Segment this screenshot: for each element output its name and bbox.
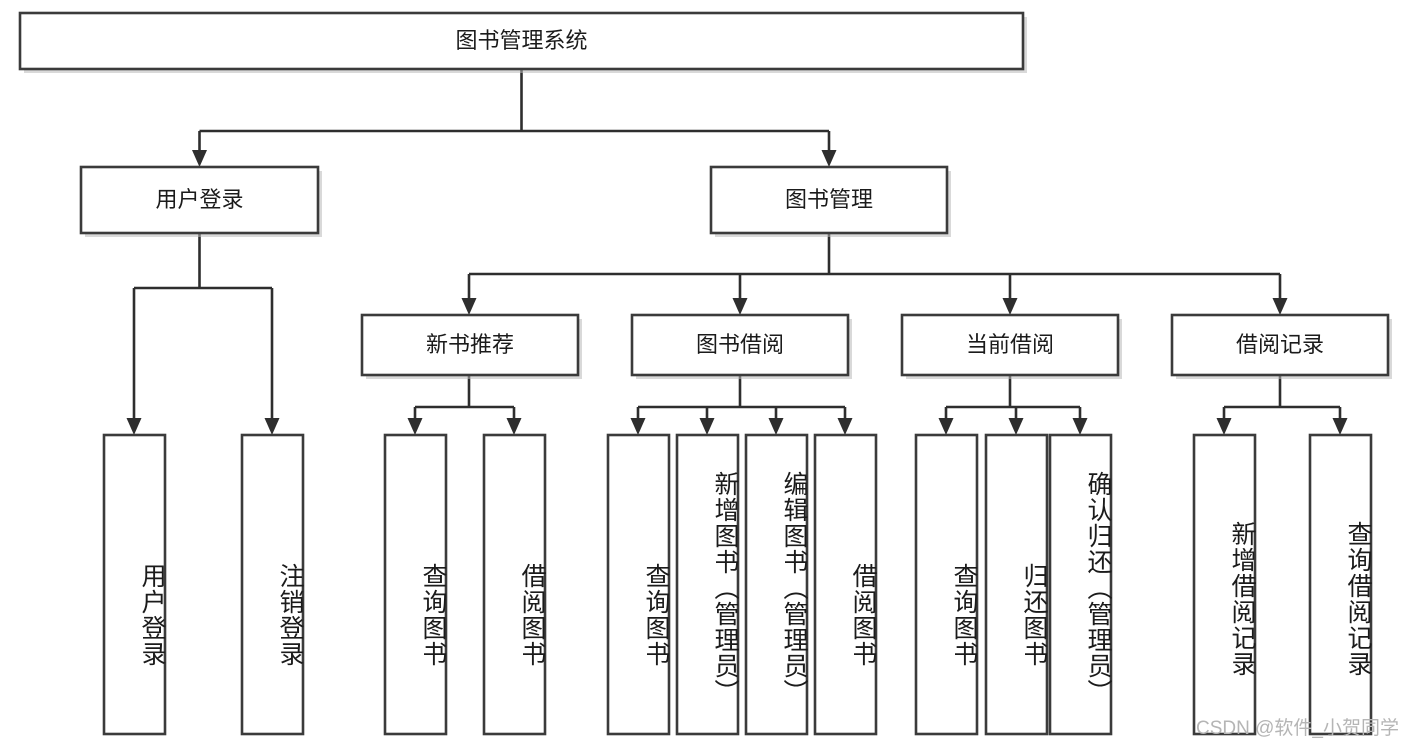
leaf-box-query-record[interactable] [1308,433,1373,736]
node-book-borrow[interactable]: 图书借阅 [630,313,852,379]
arrow-re-leaf2 [1332,418,1348,435]
arrow-bm-to-borrow [732,298,748,315]
arrow-re-leaf1 [1216,418,1232,435]
node-borrow-record[interactable]: 借阅记录 [1170,313,1392,379]
node-root[interactable]: 图书管理系统 [18,11,1027,73]
borrow-record-box[interactable] [1170,313,1390,377]
node-user-login[interactable]: 用户登录 [79,165,322,237]
node-new-book-recommend[interactable]: 新书推荐 [360,313,582,379]
leaf-box-borrow-book-nb[interactable] [482,433,547,736]
arrow-bo-leaf4 [837,418,853,435]
arrow-cu-leaf3 [1072,418,1088,435]
book-borrow-box[interactable] [630,313,850,377]
leaf-box-add-record[interactable] [1192,433,1257,736]
arrow-logout-leaf [264,418,280,435]
book-borrow-label: 图书借阅 [696,332,784,357]
current-borrow-label: 当前借阅 [966,332,1054,357]
arrow-root-to-book-mgmt [821,150,837,167]
connector-group-current [938,375,1088,435]
leaf-boxes [102,433,1373,736]
connector-group-record [1216,375,1348,435]
node-current-borrow[interactable]: 当前借阅 [900,313,1122,379]
current-borrow-box[interactable] [900,313,1120,377]
arrow-bm-to-current [1002,298,1018,315]
arrow-nb-leaf2 [506,418,522,435]
leaf-box-query-book-nb[interactable] [383,433,448,736]
root-label: 图书管理系统 [455,28,587,53]
borrow-record-label: 借阅记录 [1236,332,1324,357]
connector-group-borrow [630,375,853,435]
leaf-box-add-book[interactable] [675,433,740,736]
arrow-bo-leaf1 [630,418,646,435]
leaf-box-confirm-return[interactable] [1048,433,1113,736]
arrow-root-to-user-login [192,150,207,167]
new-book-recommend-box[interactable] [360,313,580,377]
leaf-box-logout[interactable] [240,433,305,736]
leaf-box-borrow-book-bo[interactable] [813,433,878,736]
connector-group-new-book [407,375,522,435]
root-box[interactable] [18,11,1025,71]
book-management-label: 图书管理 [785,187,873,212]
arrow-bm-to-new-book [461,298,477,315]
arrow-bm-to-record [1272,298,1288,315]
arrow-user-login-leaf [126,418,142,435]
csdn-watermark: CSDN @软件_小贺同学 [1196,718,1399,739]
connector-group-book-mgmt [461,233,1288,315]
user-login-box[interactable] [79,165,320,235]
arrow-cu-leaf2 [1008,418,1024,435]
leaf-box-query-book-cu[interactable] [914,433,979,736]
connector-group-root [192,69,837,167]
arrow-cu-leaf1 [938,418,954,435]
user-login-label: 用户登录 [155,187,243,212]
leaf-box-query-book-bo[interactable] [606,433,671,736]
leaf-box-return-book[interactable] [984,433,1049,736]
arrow-bo-leaf2 [699,418,715,435]
arrow-bo-leaf3 [768,418,784,435]
new-book-recommend-label: 新书推荐 [426,332,514,357]
leaf-box-user-login[interactable] [102,433,167,736]
connector-group-user-login [126,233,280,435]
arrow-nb-leaf1 [407,418,423,435]
book-management-box[interactable] [709,165,949,235]
node-book-management[interactable]: 图书管理 [709,165,951,237]
leaf-box-edit-book[interactable] [744,433,809,736]
